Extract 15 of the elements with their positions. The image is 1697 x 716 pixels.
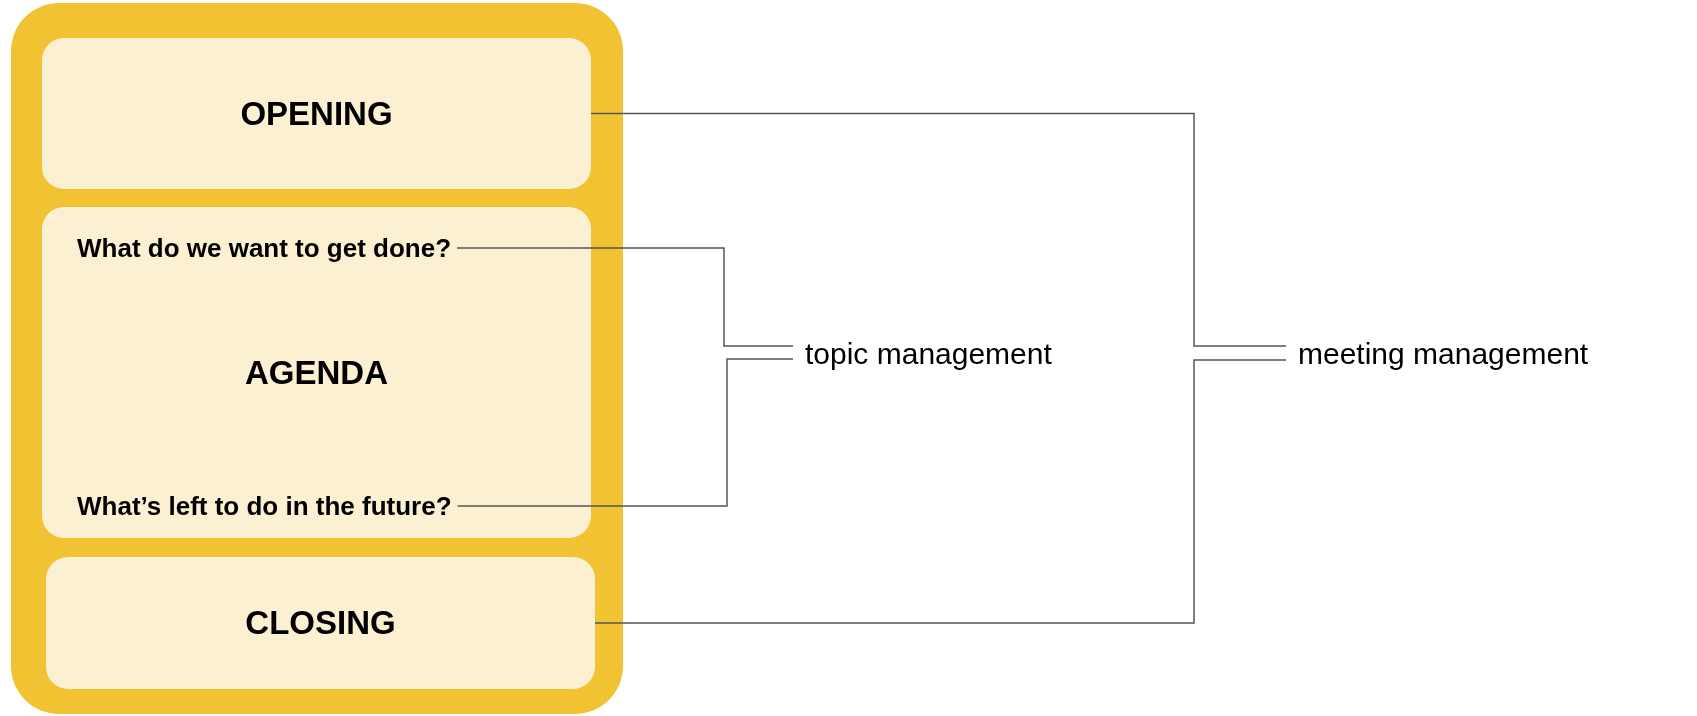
connector-line (590, 112, 1287, 347)
group-label: topic management (805, 333, 1135, 373)
section-title: OPENING (240, 93, 393, 134)
group-label: meeting management (1298, 333, 1678, 373)
section-box (46, 557, 595, 689)
section-box (42, 38, 591, 189)
outer-panel (11, 3, 623, 714)
section-title: CLOSING (245, 603, 396, 644)
connector-line (456, 358, 794, 507)
question-text: What’s left to do in the future? (77, 486, 549, 526)
question-text: What do we want to get done? (77, 228, 549, 268)
connector-line (456, 247, 794, 347)
section-box (42, 207, 591, 538)
connector-line (594, 359, 1287, 624)
section-title: AGENDA (245, 352, 388, 393)
